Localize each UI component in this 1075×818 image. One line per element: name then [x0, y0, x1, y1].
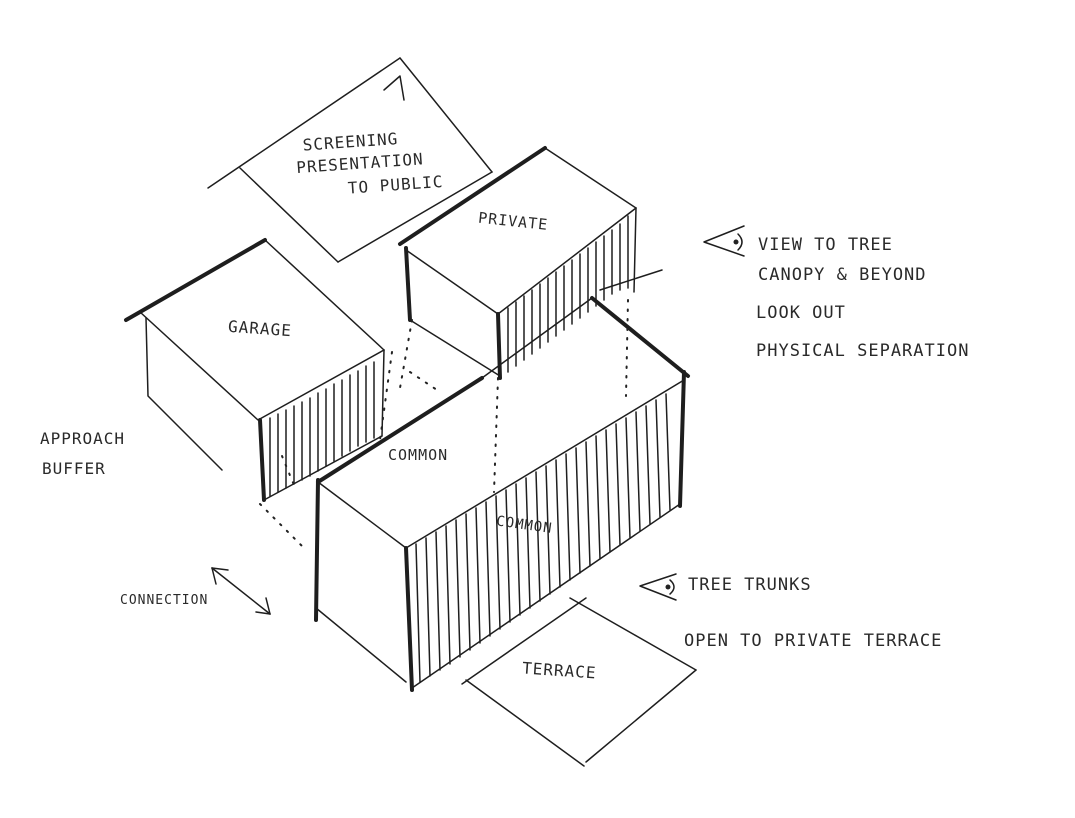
approach-line-2: BUFFER: [42, 459, 106, 478]
connection-label: CONNECTION: [120, 593, 208, 608]
garage-box: [124, 238, 385, 502]
view-note-4: PHYSICAL SEPARATION: [756, 341, 969, 361]
view-note-2: CANOPY & BEYOND: [758, 265, 927, 285]
arrow-icon-screening: [383, 75, 405, 101]
private-hatching: [507, 215, 629, 373]
common-hatching: [415, 393, 671, 683]
screening-label: SCREENING PRESENTATION TO PUBLIC: [296, 129, 444, 198]
double-arrow-icon-connection: [211, 567, 271, 615]
common-face-label: COMMON: [495, 513, 553, 537]
common-box: [314, 296, 690, 692]
trunk-note-2: OPEN TO PRIVATE TERRACE: [684, 631, 942, 651]
view-note-1: VIEW TO TREE: [758, 235, 893, 255]
private-label: PRIVATE: [477, 209, 549, 234]
screening-plane: [207, 57, 493, 263]
terrace-plane: [461, 597, 697, 767]
garage-hatching: [269, 361, 375, 497]
trunk-note-1: TREE TRUNKS: [688, 575, 812, 595]
view-notes: VIEW TO TREE CANOPY & BEYOND LOOK OUT PH…: [756, 235, 969, 361]
approach-label: APPROACH BUFFER: [40, 429, 125, 478]
dotted-connectors: [259, 299, 629, 549]
screening-line-3: TO PUBLIC: [347, 172, 444, 198]
approach-line-1: APPROACH: [40, 429, 125, 448]
eye-icon-view: [703, 225, 745, 257]
eye-icon-trunks: [639, 573, 677, 601]
view-note-3: LOOK OUT: [756, 303, 846, 323]
garage-label: GARAGE: [228, 317, 293, 340]
screening-line-1: SCREENING: [302, 129, 399, 155]
trunk-notes: TREE TRUNKS OPEN TO PRIVATE TERRACE: [684, 575, 942, 651]
common-top-label: COMMON: [388, 446, 448, 464]
terrace-label: TERRACE: [522, 658, 598, 682]
